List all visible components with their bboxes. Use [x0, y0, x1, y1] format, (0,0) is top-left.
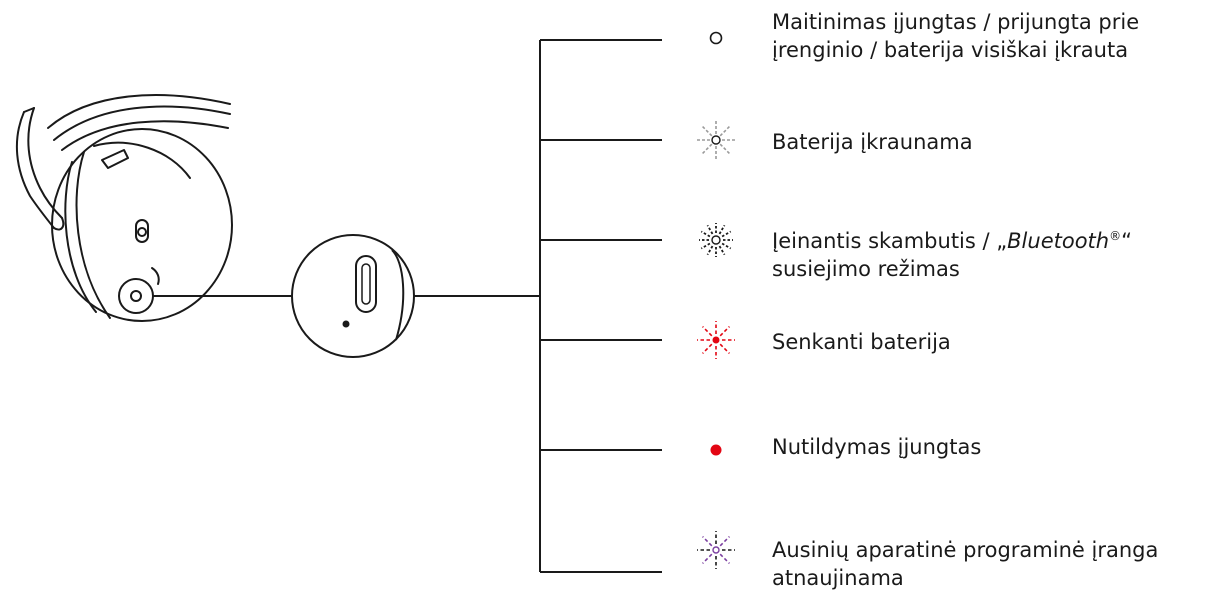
registered-mark: ®	[1109, 229, 1122, 243]
label-incoming: Įeinantis skambutis / „Bluetooth®“ susie…	[772, 227, 1132, 283]
label-low-battery: Senkanti baterija	[772, 328, 951, 356]
zoom-detail-circle	[291, 234, 415, 358]
label-line: Maitinimas įjungtas / prijungta prie	[772, 10, 1140, 34]
label-line: susiejimo režimas	[772, 257, 960, 281]
label-text: “	[1121, 229, 1132, 253]
label-line: įrenginio / baterija visiškai įkrauta	[772, 38, 1129, 62]
white-fast-blink-led-icon	[699, 223, 733, 257]
headset-illustration	[15, 94, 233, 322]
label-line: Įeinantis skambutis / „Bluetooth®“	[772, 227, 1132, 255]
bracket-lines	[539, 39, 662, 573]
label-firmware: Ausinių aparatinė programinė įranga atna…	[772, 536, 1158, 592]
led-indicator-dot	[342, 320, 350, 328]
label-mute: Nutildymas įjungtas	[772, 433, 981, 461]
white-steady-led-icon	[709, 31, 723, 45]
label-text: Įeinantis skambutis / „	[772, 229, 1008, 253]
label-line: Senkanti baterija	[772, 330, 951, 354]
label-line: Nutildymas įjungtas	[772, 435, 982, 459]
red-blink-led-icon	[697, 321, 735, 359]
label-charging: Baterija įkraunama	[772, 128, 973, 156]
label-line: atnaujinama	[772, 566, 904, 590]
white-pulsing-led-icon	[697, 121, 735, 159]
purple-blink-led-icon	[697, 531, 735, 569]
label-line: Ausinių aparatinė programinė įranga	[772, 538, 1159, 562]
brand-name: Bluetooth	[1007, 229, 1110, 253]
label-line: Baterija įkraunama	[772, 130, 973, 154]
label-power: Maitinimas įjungtas / prijungta prie įre…	[772, 8, 1139, 64]
red-steady-led-icon	[710, 444, 722, 456]
